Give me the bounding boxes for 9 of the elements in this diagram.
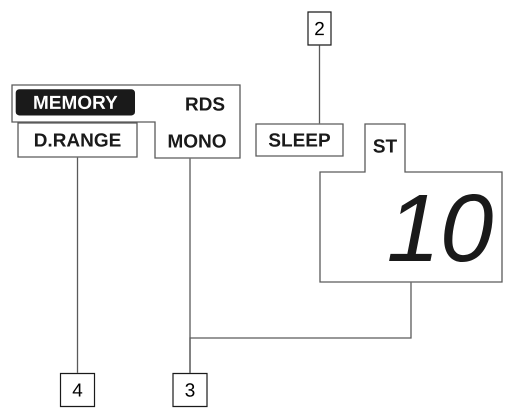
leader-line xyxy=(76,158,78,373)
indicator-label: MEMORY xyxy=(16,89,135,116)
indicator-label: SLEEP xyxy=(255,123,344,157)
indicator-label: D.RANGE xyxy=(17,122,138,158)
callout-number: 2 xyxy=(307,11,332,46)
leader-line xyxy=(189,282,412,373)
leader-line xyxy=(318,46,320,124)
callout-number: 3 xyxy=(172,372,208,408)
callout-number: 4 xyxy=(60,372,96,408)
